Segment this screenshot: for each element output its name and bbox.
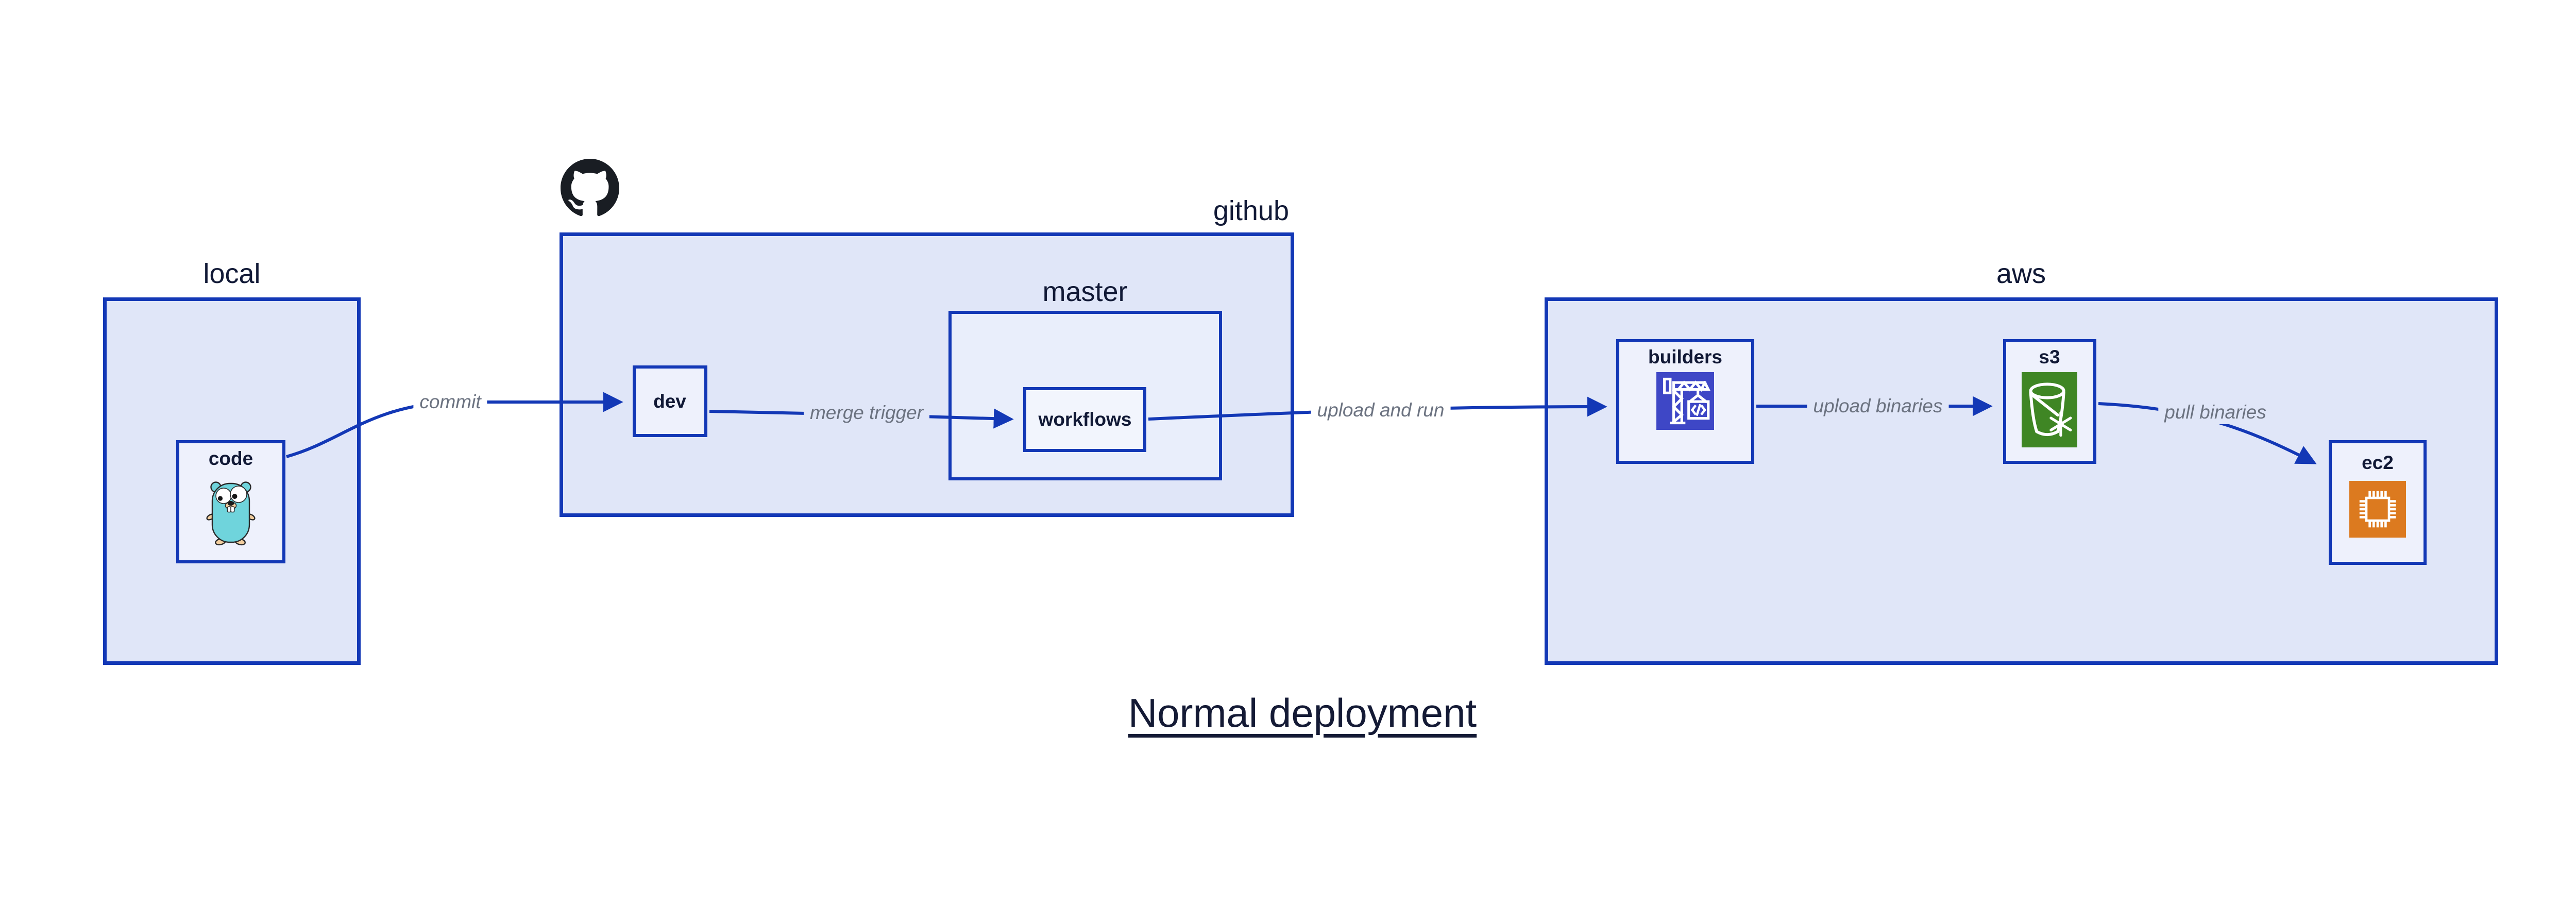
node-box-builders xyxy=(1616,339,1754,464)
codebuild-crane-icon xyxy=(1656,372,1714,432)
github-octocat-icon xyxy=(561,159,619,220)
node-label-workflows: workflows xyxy=(1038,409,1132,430)
diagram-title: Normal deployment xyxy=(1128,690,1477,736)
ec2-chip-icon xyxy=(2349,481,2406,540)
edge-label-pull-binaries: pull binaries xyxy=(2158,400,2273,424)
s3-glacier-bucket-icon xyxy=(2022,372,2077,450)
go-gopher-icon xyxy=(205,473,257,549)
edge-label-commit: commit xyxy=(413,390,487,414)
node-label-dev: dev xyxy=(653,391,686,412)
node-box-dev xyxy=(633,365,707,437)
node-label-s3: s3 xyxy=(2039,346,2060,368)
edge-label-upload-and-run: upload and run xyxy=(1311,398,1451,422)
group-label-github: github xyxy=(1213,195,1289,226)
edge-label-merge-trigger: merge trigger xyxy=(803,401,930,425)
group-label-aws: aws xyxy=(1996,258,2046,289)
node-label-ec2: ec2 xyxy=(2362,452,2394,473)
edge-label-upload-binaries: upload binaries xyxy=(1807,394,1949,418)
group-label-local: local xyxy=(203,258,261,289)
node-box-workflows xyxy=(1023,387,1146,452)
group-label-master: master xyxy=(1042,276,1128,307)
node-label-builders: builders xyxy=(1648,346,1722,368)
node-label-code: code xyxy=(208,448,253,469)
